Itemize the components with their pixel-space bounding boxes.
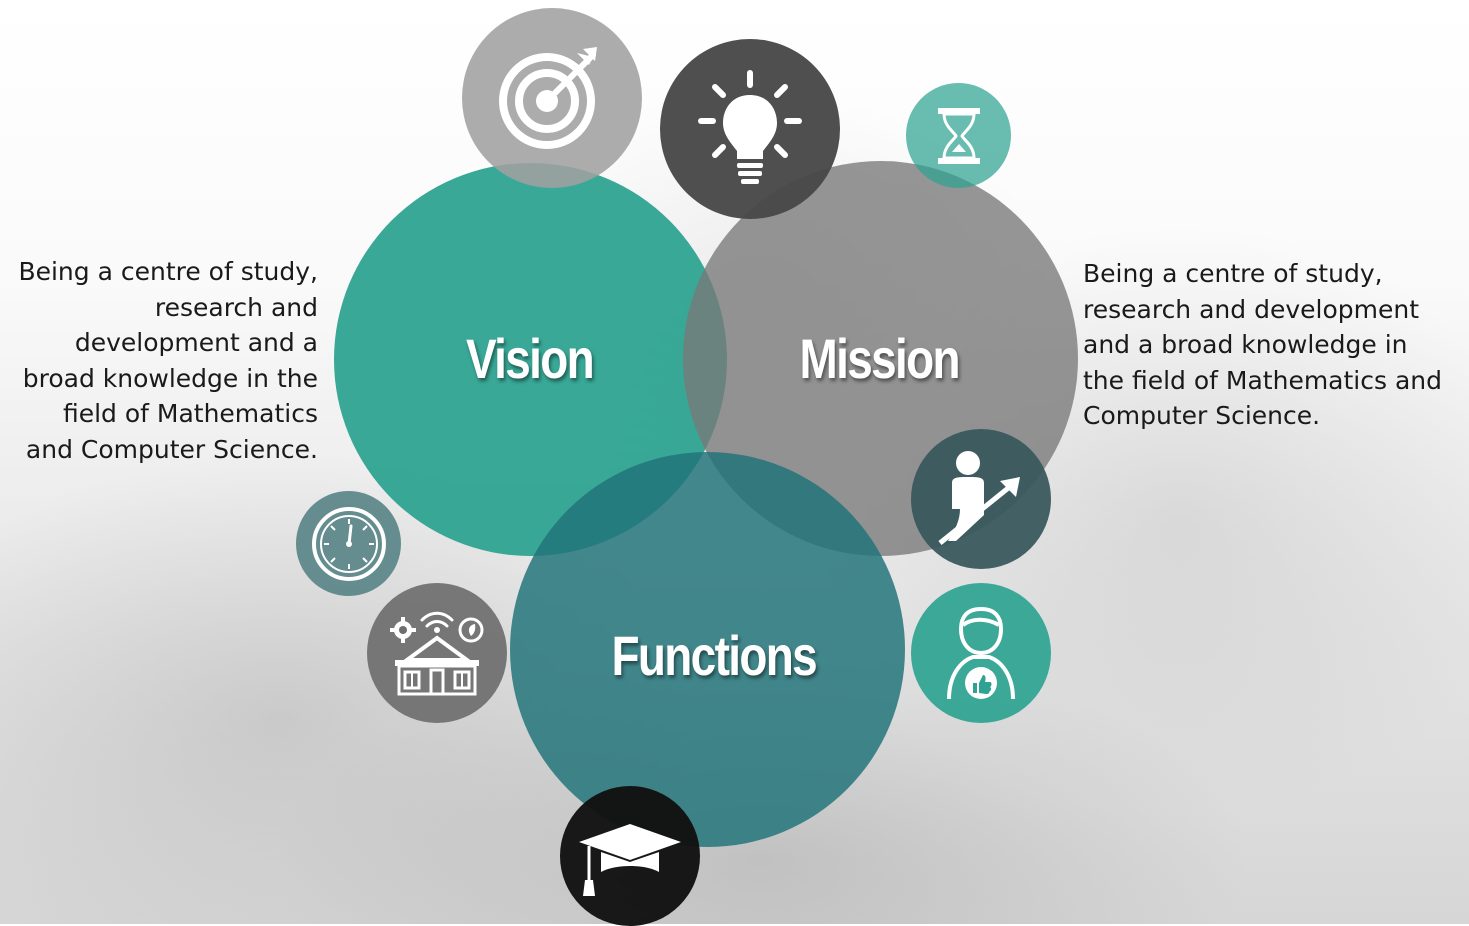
lightbulb-icon [660, 39, 840, 219]
person-growth-icon [911, 429, 1051, 569]
mission-label: Mission [799, 327, 961, 390]
user-thumbs-up-icon [911, 583, 1051, 723]
smart-building-icon [367, 583, 507, 723]
functions-label: Functions [611, 624, 817, 687]
graduation-cap-icon [560, 786, 700, 926]
stopwatch-icon [296, 491, 401, 596]
mission-description: Being a centre of study, research and de… [1083, 259, 1442, 430]
functions-circle [510, 452, 905, 847]
vision-description: Being a centre of study, research and de… [18, 257, 318, 464]
hourglass-icon [906, 83, 1011, 188]
target-icon [462, 8, 642, 188]
vision-label: Vision [465, 327, 595, 390]
